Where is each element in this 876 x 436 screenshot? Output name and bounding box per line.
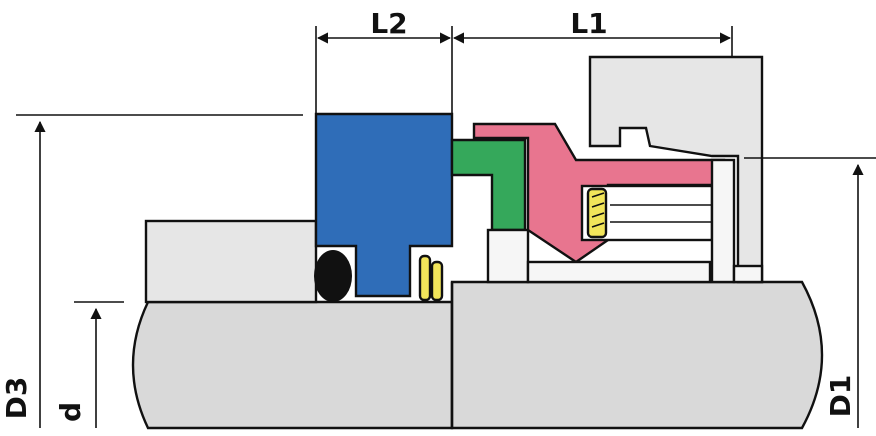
o-ring — [314, 250, 352, 302]
gland-housing-left — [144, 219, 318, 304]
shaft-right — [450, 280, 824, 430]
face-backing-ring — [486, 228, 530, 284]
d1-label: D1 — [824, 375, 857, 418]
retainer-step — [732, 264, 764, 284]
d3-label: D3 — [0, 377, 33, 420]
d-label: d — [54, 402, 87, 422]
spring-retainer — [588, 55, 764, 284]
anti-rotation-pin-2 — [430, 260, 444, 302]
l2-label: L2 — [370, 7, 407, 40]
shaft-left — [131, 300, 454, 430]
anti-rotation-pin — [418, 254, 432, 302]
spring-left — [586, 187, 608, 239]
spring-left-coils — [591, 192, 605, 228]
sleeve-lower — [526, 260, 712, 284]
rotating-seal-face — [450, 138, 527, 232]
l1-label: L1 — [570, 7, 607, 40]
retainer-bar — [710, 158, 736, 284]
